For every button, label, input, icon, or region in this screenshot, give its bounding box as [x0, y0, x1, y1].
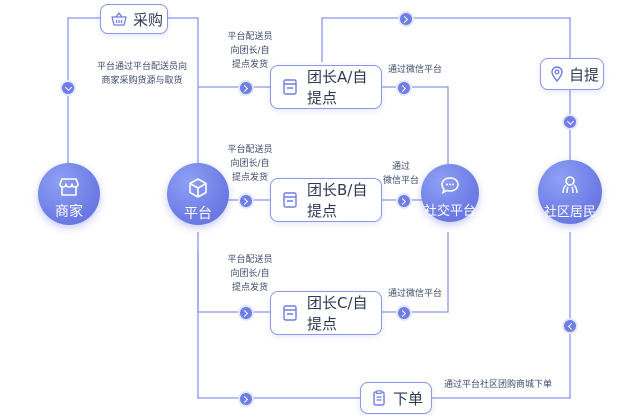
flow-arrow-dot [238, 391, 254, 407]
leader-a-box: 团长A/自提点 [270, 65, 382, 109]
flow-arrow-dot [60, 80, 76, 96]
leader-a-label: 团长A/自提点 [307, 68, 368, 107]
social-platform-node: 社交平台 [421, 164, 479, 222]
place-order-label: 下单 [393, 389, 424, 408]
deliver-c-note: 平台配送员 向团长/自 提点发货 [227, 255, 273, 293]
leader-b-box: 团长B/自提点 [270, 178, 382, 222]
social-platform-label: 社交平台 [423, 204, 476, 219]
clipboard-icon [373, 390, 385, 406]
wechat-b-note: 通过 微信平台 [382, 162, 419, 186]
deliver-b-note: 平台配送员 向团长/自 提点发货 [227, 145, 273, 183]
merchant-purchase-note: 平台通过平台配送员向 商家采购货源与取货 [96, 62, 187, 86]
flow-arrow-dot [562, 318, 578, 334]
flow-arrow-dot [396, 80, 412, 96]
storefront-icon [283, 305, 297, 321]
self-pickup-label: 自提 [569, 65, 600, 84]
box-icon [187, 177, 209, 203]
chat-icon [440, 176, 460, 198]
platform-label: 平台 [184, 206, 212, 222]
merchant-label: 商家 [55, 204, 83, 220]
flow-arrow-dot [238, 80, 254, 96]
shop-icon [58, 177, 80, 201]
basket-icon [111, 12, 127, 26]
flow-arrow-dot [562, 114, 578, 130]
platform-node: 平台 [167, 163, 229, 225]
flow-arrow-dot [398, 11, 414, 27]
leader-c-label: 团长C/自提点 [307, 294, 368, 333]
purchase-box: 采购 [100, 4, 168, 34]
flow-arrow-dot [396, 305, 412, 321]
location-pin-icon [551, 66, 563, 82]
leader-c-box: 团长C/自提点 [270, 291, 382, 335]
merchant-node: 商家 [38, 163, 100, 225]
people-icon [559, 174, 581, 200]
order-via-note: 通过平台社区团购商城下单 [443, 380, 552, 390]
self-pickup-box: 自提 [540, 58, 604, 90]
deliver-a-note: 平台配送员 向团长/自 提点发货 [227, 32, 273, 70]
flow-arrow-dot [396, 193, 412, 209]
storefront-icon [283, 79, 297, 95]
place-order-box: 下单 [360, 382, 432, 414]
wechat-a-note: 通过微信平台 [387, 65, 442, 75]
wechat-c-note: 通过微信平台 [387, 289, 442, 299]
leader-b-label: 团长B/自提点 [307, 181, 368, 220]
storefront-icon [283, 192, 297, 208]
purchase-label: 采购 [133, 10, 164, 29]
flow-arrow-dot [238, 193, 254, 209]
residents-label: 社区居民 [543, 205, 596, 220]
residents-node: 社区居民 [538, 160, 602, 224]
flow-arrow-dot [238, 305, 254, 321]
